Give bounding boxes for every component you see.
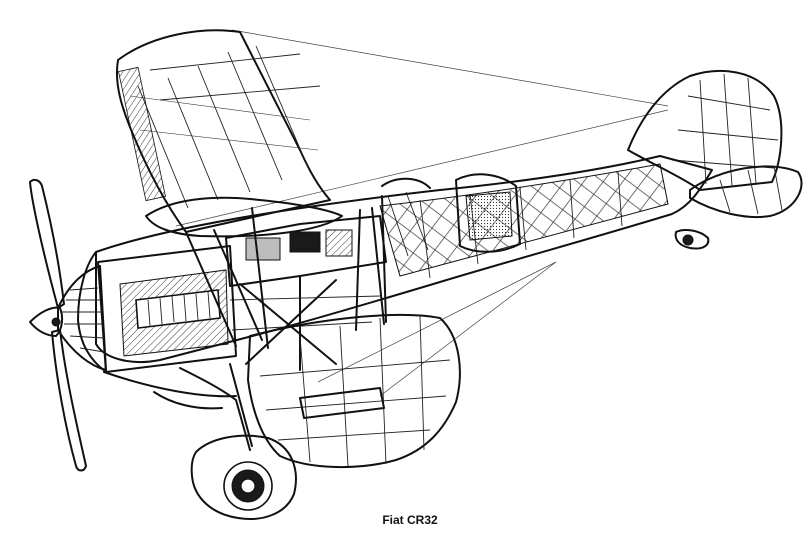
tail-unit (627, 69, 803, 250)
rigging-wires (175, 29, 669, 397)
landing-gear (153, 363, 297, 520)
propeller (29, 178, 87, 472)
fuselage-structure (95, 155, 713, 364)
cockpit-area (225, 215, 387, 371)
wing-struts (185, 207, 385, 347)
lower-wing (247, 195, 461, 469)
figure-caption: Fiat CR32 (382, 513, 438, 527)
nose-cowling (77, 251, 237, 398)
upper-wing (116, 29, 343, 238)
engine-bay (57, 245, 237, 373)
